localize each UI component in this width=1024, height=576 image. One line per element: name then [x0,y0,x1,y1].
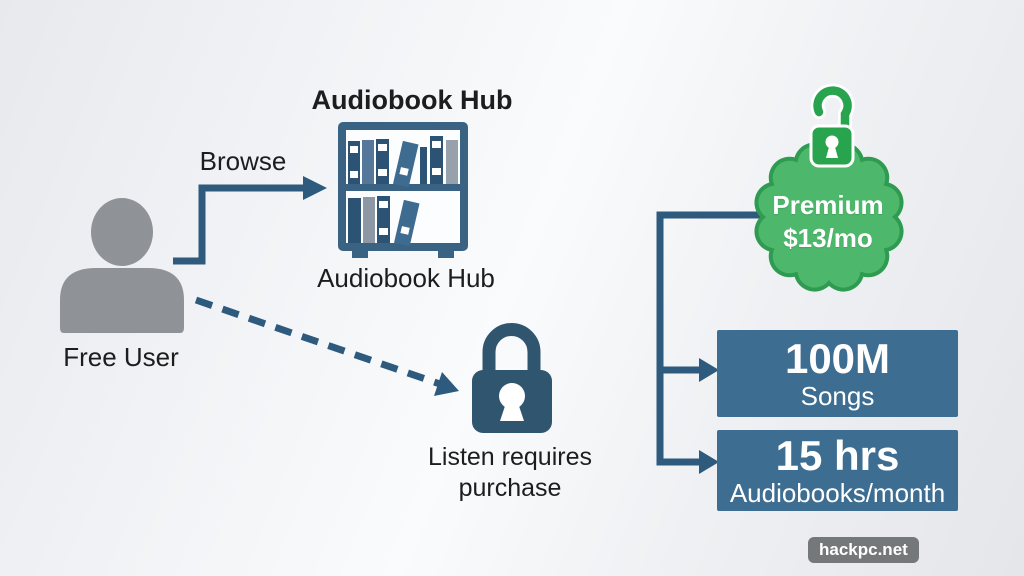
unlock-keyhole [825,135,839,149]
bookshelf-icon [338,122,468,258]
feature-songs: 100M Songs [717,330,958,417]
feature-box-audiobooks [717,430,958,511]
feature-audiobooks: 15 hrs Audiobooks/month [717,430,958,511]
locked-path-arrow [194,296,459,396]
watermark-badge: hackpc.net [808,537,919,563]
feature-audiobooks-value: 15 hrs [775,431,900,479]
feature2-arrowhead [699,450,719,474]
premium-connector [656,211,770,474]
premium-badge [754,83,904,292]
feature1-arrowhead [699,358,719,382]
restriction-line2: purchase [458,474,562,502]
lock-icon [472,323,552,433]
premium-price: $13/mo [783,223,873,253]
user-icon [60,198,184,333]
keyhole [499,383,525,409]
browse-arrowhead [303,176,327,200]
restriction-line1: Listen requires [428,443,592,471]
free-user-label: Free User [63,342,179,372]
books-top-shelf [348,136,458,188]
restriction-label: Listen requires purchase [400,442,620,504]
premium-name: Premium [772,190,884,220]
feature-box-songs [717,330,958,417]
hub-title: Audiobook Hub [311,85,513,115]
browse-label: Browse [199,146,287,176]
badge-seal [754,142,904,292]
premium-label: Premium $13/mo [772,189,883,255]
feature-songs-label: Songs [800,380,875,411]
books-bottom-shelf [348,196,420,247]
dashed-arrowhead [434,372,459,396]
hub-caption: Audiobook Hub [317,263,495,293]
feature-audiobooks-label: Audiobooks/month [729,477,946,508]
feature-songs-value: 100M [784,334,891,382]
unlock-icon [809,83,855,168]
browse-arrow [173,176,327,265]
